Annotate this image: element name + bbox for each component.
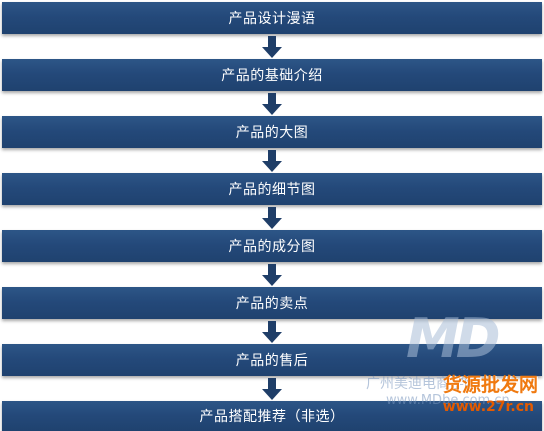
down-arrow-icon [262,36,282,58]
down-arrow-icon [262,321,282,343]
flow-step-8: 产品搭配推荐（非选） [2,401,542,431]
flow-step-label: 产品的成分图 [228,239,316,255]
flow-step-4: 产品的细节图 [2,173,542,205]
flow-step-5: 产品的成分图 [2,230,542,262]
flow-step-6: 产品的卖点 [2,287,542,319]
flow-step-3: 产品的大图 [2,116,542,148]
site-url: www.27r.cn [442,399,534,415]
flow-step-label: 产品设计漫语 [228,11,316,27]
flow-step-label: 产品的大图 [235,125,309,141]
down-arrow-icon [262,150,282,172]
flow-step-label: 产品的细节图 [228,182,316,198]
flow-step-label: 产品搭配推荐（非选） [199,409,345,425]
flow-step-label: 产品的卖点 [235,296,309,312]
site-badge: 货源批发网 [442,374,538,396]
flow-step-label: 产品的售后 [235,353,309,369]
flow-step-1: 产品设计漫语 [2,2,542,34]
flow-step-label: 产品的基础介绍 [221,68,323,84]
flow-step-7: 产品的售后 [2,344,542,376]
down-arrow-icon [262,207,282,229]
down-arrow-icon [262,378,282,400]
down-arrow-icon [262,264,282,286]
down-arrow-icon [262,93,282,115]
flow-step-2: 产品的基础介绍 [2,59,542,91]
